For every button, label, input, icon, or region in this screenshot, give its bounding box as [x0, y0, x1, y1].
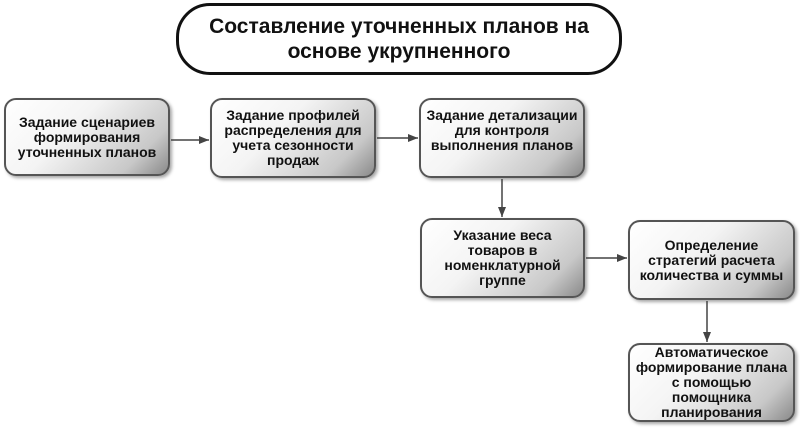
- diagram-title: Составление уточненных планов на основе …: [176, 3, 622, 75]
- step-item-weights: Указание веса товаров в номенклатурной г…: [420, 218, 585, 298]
- step-auto-generation: Автоматическое формирование плана с помо…: [628, 343, 795, 422]
- step-distribution-profiles: Задание профилей распределения для учета…: [210, 98, 376, 178]
- step-calculation-strategies: Определение стратегий расчета количества…: [628, 220, 795, 300]
- step-detailing: Задание детализации для контроля выполне…: [419, 98, 585, 178]
- step-scenarios: Задание сценариев формирования уточненны…: [4, 98, 170, 176]
